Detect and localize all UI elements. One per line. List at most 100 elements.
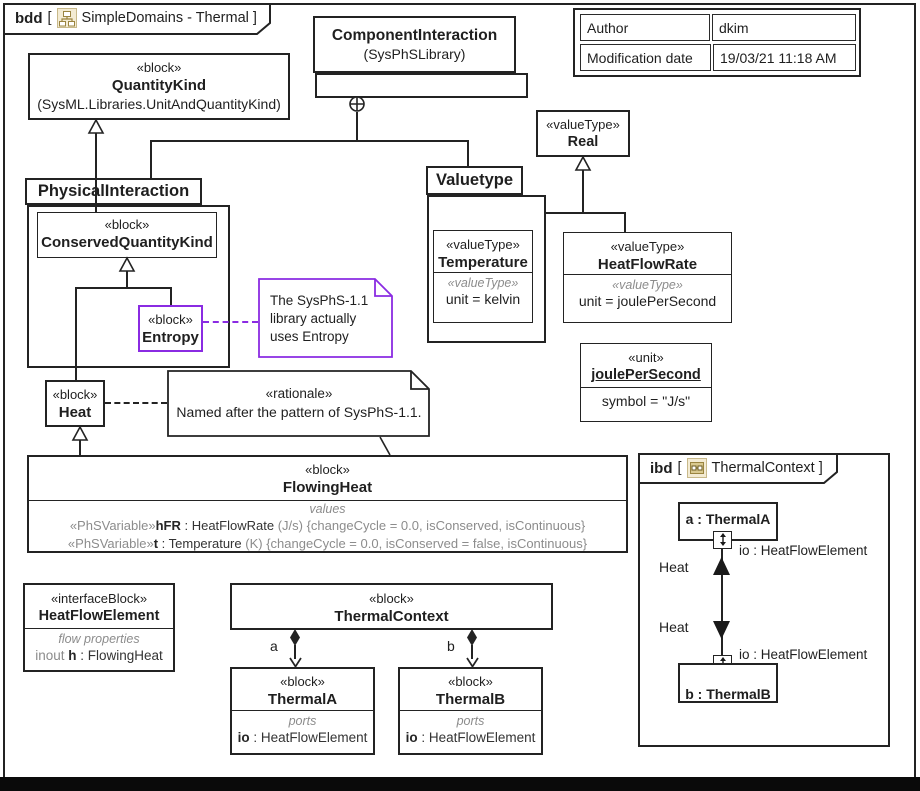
info-label-modified: Modification date bbox=[580, 44, 711, 71]
note-text: Named after the pattern of SysPhS-1.1. bbox=[176, 404, 422, 420]
generalization-arrowhead-quantitykind bbox=[87, 118, 105, 134]
generalization-line-entropy bbox=[170, 287, 172, 305]
generalization-branch-cqk bbox=[75, 287, 172, 289]
port-a-label: io : HeatFlowElement bbox=[739, 543, 868, 558]
info-value-modified: 19/03/21 11:18 AM bbox=[713, 44, 856, 71]
note-line: library actually bbox=[270, 311, 357, 326]
containment-branch bbox=[150, 140, 469, 142]
stereotype-label: «valueType» bbox=[610, 239, 685, 254]
value-unit: unit = joulePerSecond bbox=[578, 293, 717, 309]
generalization-stem-cqk bbox=[126, 271, 128, 287]
note-entropy[interactable]: The SysPhS-1.1 library actually uses Ent… bbox=[270, 292, 388, 346]
stereotype-label: «block» bbox=[104, 217, 150, 232]
containment-stem bbox=[356, 112, 358, 141]
stereotype-label: «valueType» bbox=[446, 237, 520, 252]
bdd-header-title: SimpleDomains - Thermal ] bbox=[81, 10, 257, 26]
note-line: The SysPhS-1.1 bbox=[270, 293, 369, 308]
note-anchor-entropy bbox=[203, 321, 258, 323]
block-name: Heat bbox=[58, 404, 92, 421]
containment-circle-plus bbox=[349, 96, 365, 112]
info-label-author: Author bbox=[580, 14, 710, 41]
stereotype-label: «block» bbox=[448, 674, 493, 689]
ibd-header-open-bracket: [ bbox=[677, 460, 682, 476]
value-unit: unit = kelvin bbox=[445, 291, 521, 307]
note-rationale-shape bbox=[167, 370, 430, 437]
block-heat-flow-rate[interactable]: «valueType» HeatFlowRate «valueType» uni… bbox=[563, 232, 732, 323]
stereotype-label: «block» bbox=[305, 462, 350, 477]
part-b-thermal-b[interactable]: b : ThermalB bbox=[678, 663, 778, 703]
stereotype-label: «block» bbox=[136, 60, 182, 75]
block-name: ThermalB bbox=[435, 691, 506, 708]
compartment-label: ports bbox=[288, 714, 317, 728]
ibd-diagram-icon bbox=[686, 458, 707, 478]
generalization-line-heatflowrate bbox=[624, 212, 626, 233]
stereotype-label: «valueType» bbox=[546, 117, 620, 132]
unit-name: joulePerSecond bbox=[591, 367, 701, 383]
compartment-label: flow properties bbox=[58, 632, 140, 646]
compartment-stereotype: «valueType» bbox=[612, 278, 683, 292]
composition-diamond-a bbox=[290, 629, 300, 646]
block-thermal-a[interactable]: «block» ThermalA ports io : HeatFlowElem… bbox=[230, 667, 375, 755]
block-quantity-kind[interactable]: «block» QuantityKind (SysML.Libraries.Un… bbox=[28, 53, 290, 120]
item-flow-arrow-up bbox=[713, 557, 730, 575]
composition-line-b bbox=[471, 645, 473, 659]
stereotype-label: «block» bbox=[52, 387, 98, 402]
generalization-stem-real bbox=[582, 170, 584, 213]
package-physical-interaction[interactable]: PhysicalInteraction bbox=[25, 178, 202, 205]
block-heat[interactable]: «block» Heat bbox=[45, 380, 105, 427]
package-library: (SysPhSLibrary) bbox=[363, 46, 466, 62]
port-b-label: io : HeatFlowElement bbox=[739, 647, 868, 662]
stereotype-label: «unit» bbox=[628, 350, 664, 365]
port-a-io[interactable] bbox=[713, 531, 732, 549]
stereotype-label: «interfaceBlock» bbox=[50, 591, 148, 606]
connector-heat-flow bbox=[721, 549, 723, 656]
unit-symbol: symbol = "J/s" bbox=[601, 393, 691, 409]
block-thermal-context[interactable]: «block» ThermalContext bbox=[230, 583, 553, 630]
note-line: uses Entropy bbox=[270, 329, 349, 344]
block-name: HeatFlowElement bbox=[38, 608, 160, 624]
port-property: io : HeatFlowElement bbox=[405, 730, 536, 745]
info-value-author: dkim bbox=[712, 14, 856, 41]
port-property: io : HeatFlowElement bbox=[237, 730, 368, 745]
note-rationale[interactable]: «rationale» Named after the pattern of S… bbox=[175, 385, 423, 421]
ibd-header-title: ThermalContext ] bbox=[711, 460, 823, 476]
package-component-interaction[interactable]: ComponentInteraction (SysPhSLibrary) bbox=[313, 16, 516, 73]
package-component-interaction-body[interactable] bbox=[315, 73, 528, 98]
value-property-hfr: «PhSVariable»hFR : HeatFlowRate (J/s) {c… bbox=[69, 518, 586, 533]
package-name: Valuetype bbox=[435, 171, 514, 189]
block-heat-flow-element[interactable]: «interfaceBlock» HeatFlowElement flow pr… bbox=[23, 583, 175, 672]
block-flowing-heat[interactable]: «block» FlowingHeat values «PhSVariable»… bbox=[27, 455, 628, 553]
role-label-b: b bbox=[447, 638, 455, 654]
block-library: (SysML.Libraries.UnitAndQuantityKind) bbox=[37, 96, 281, 112]
block-name: FlowingHeat bbox=[282, 479, 373, 496]
composition-diamond-b bbox=[467, 629, 477, 646]
block-name: Entropy bbox=[142, 329, 199, 346]
block-conserved-quantity-kind[interactable]: «block» ConservedQuantityKind bbox=[37, 212, 217, 258]
block-real[interactable]: «valueType» Real bbox=[536, 110, 630, 157]
note-anchor-rationale-flowingheat bbox=[379, 436, 391, 456]
block-temperature[interactable]: «valueType» Temperature «valueType» unit… bbox=[433, 230, 533, 323]
block-name: ConservedQuantityKind bbox=[41, 234, 213, 251]
compartment-label: values bbox=[309, 502, 346, 516]
item-flow-label-heat-down: Heat bbox=[659, 619, 689, 635]
block-thermal-b[interactable]: «block» ThermalB ports io : HeatFlowElem… bbox=[398, 667, 543, 755]
block-name: Real bbox=[567, 134, 599, 150]
generalization-arrowhead-real bbox=[574, 155, 592, 171]
block-name: Temperature bbox=[438, 254, 528, 271]
package-name: ComponentInteraction bbox=[331, 27, 498, 44]
containment-branch-left bbox=[150, 140, 152, 178]
block-entropy[interactable]: «block» Entropy bbox=[138, 305, 203, 352]
package-valuetype[interactable]: Valuetype bbox=[426, 166, 523, 195]
composition-arrowhead-a bbox=[289, 657, 302, 669]
bottom-bar bbox=[0, 777, 920, 791]
generalization-arrowhead-heat bbox=[71, 425, 89, 441]
block-name: ThermalA bbox=[267, 691, 338, 708]
note-stereotype: «rationale» bbox=[265, 386, 333, 401]
block-name: HeatFlowRate bbox=[597, 256, 698, 273]
bdd-header-open-bracket: [ bbox=[47, 10, 52, 26]
stereotype-label: «block» bbox=[280, 674, 325, 689]
block-name: ThermalContext bbox=[334, 608, 449, 625]
compartment-stereotype: «valueType» bbox=[447, 276, 519, 290]
stereotype-label: «block» bbox=[369, 591, 414, 606]
unit-joule-per-second[interactable]: «unit» joulePerSecond symbol = "J/s" bbox=[580, 343, 712, 422]
